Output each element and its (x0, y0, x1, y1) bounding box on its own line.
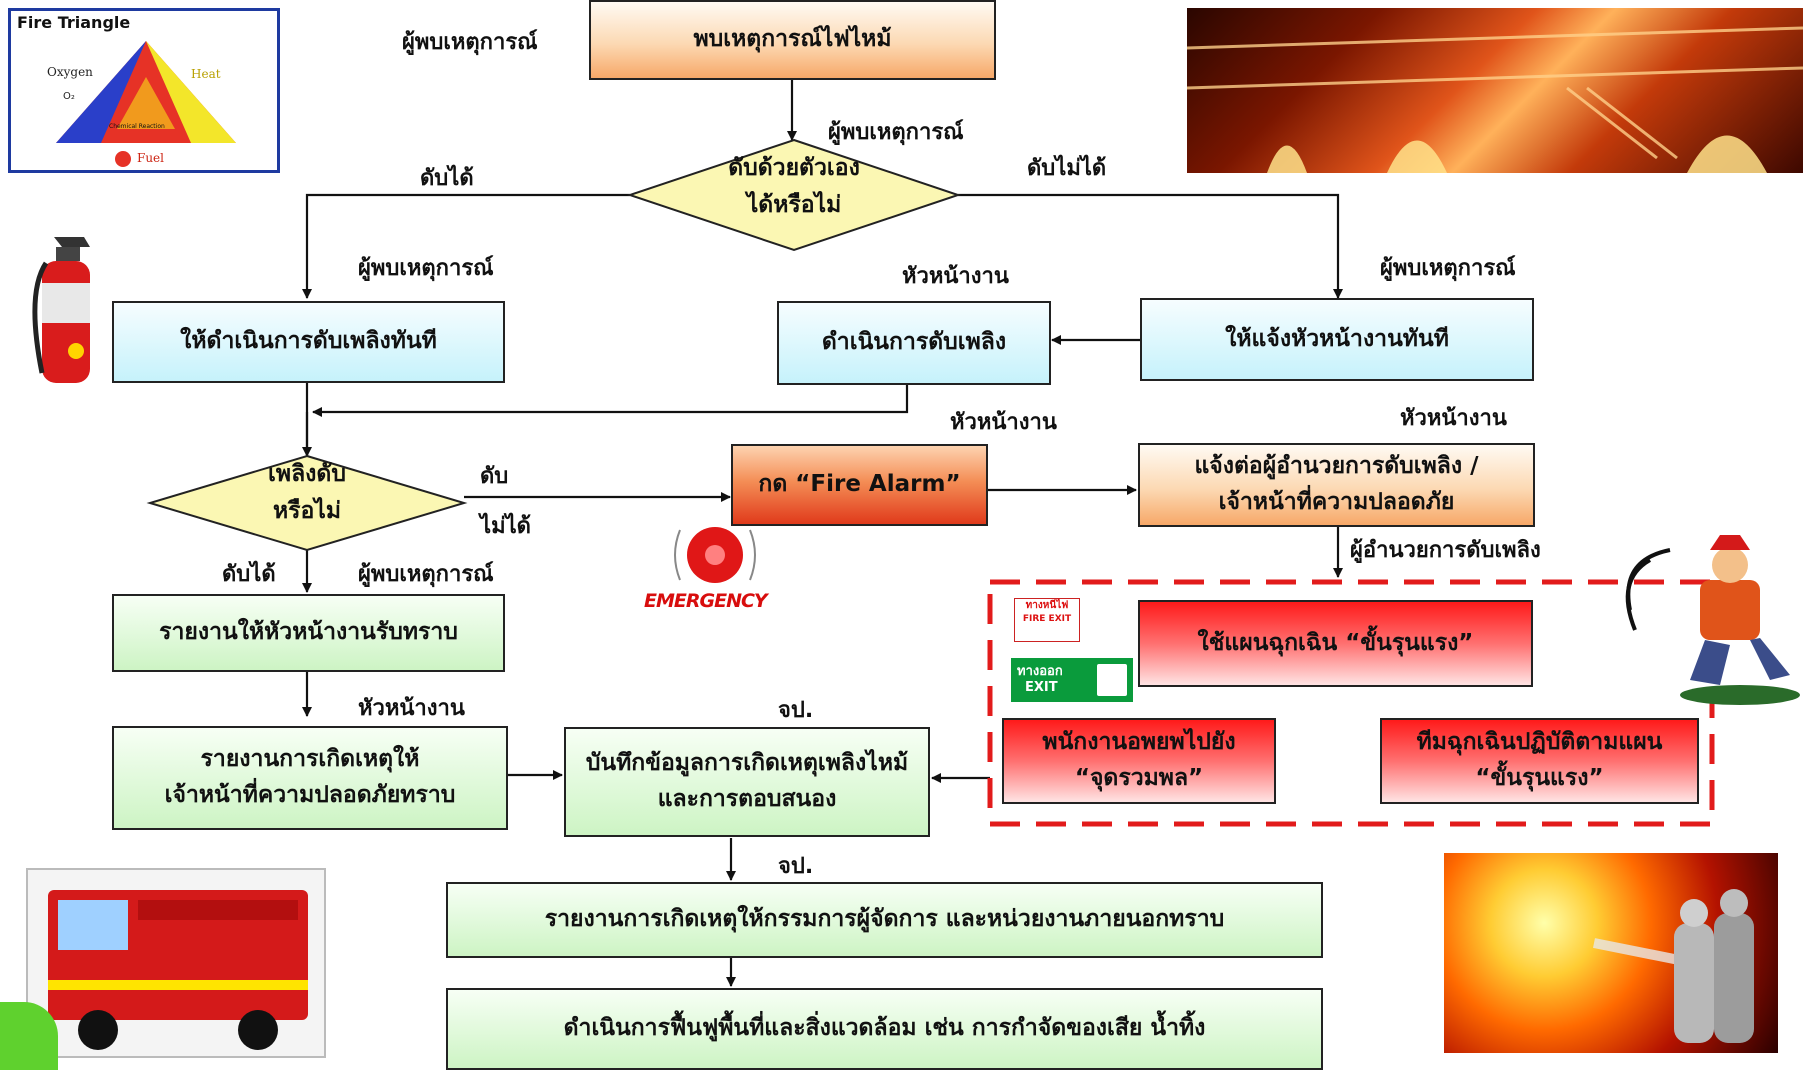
team-line2: “ขั้นรุนแรง” (1475, 765, 1604, 791)
decision-self-l2: ได้หรือไม่ (746, 191, 842, 218)
fire-extinguisher-image (32, 233, 98, 385)
label-supervisor-notify: หัวหน้างาน (1400, 406, 1507, 431)
label-supervisor-alarm: หัวหน้างาน (950, 410, 1057, 435)
exit-th: ทางออก (1017, 664, 1063, 679)
box-restore: ดำเนินการฟื้นฟูพื้นที่และสิ่งแวดล้อม เช่… (446, 988, 1323, 1070)
triangle-heat: Heat (191, 67, 221, 81)
decision-self-extinguish-text: ดับด้วยตัวเอง ได้หรือไม่ (664, 150, 924, 224)
box-emergency-team: ทีมฉุกเฉินปฏิบัติตามแผน “ขั้นรุนแรง” (1380, 718, 1699, 804)
decision-out-l1: เพลิงดับ (268, 461, 346, 487)
alarm-bell-icon (674, 527, 756, 583)
box-supervisor-extinguish: ดำเนินการดับเพลิง (777, 301, 1051, 385)
decision-self-l1: ดับด้วยตัวเอง (728, 155, 860, 181)
fire-exit-th: ทางหนีไฟ (1025, 600, 1069, 611)
triangle-o2: O₂ (63, 91, 75, 102)
label-finder-left: ผู้พบเหตุการณ์ (358, 256, 494, 281)
report-safety-line2: เจ้าหน้าที่ความปลอดภัยทราบ (164, 782, 456, 808)
box-notify-director: แจ้งต่อผู้อำนวยการดับเพลิง / เจ้าหน้าที่… (1138, 443, 1535, 527)
decision-out-l2: หรือไม่ (272, 497, 342, 524)
fire-truck-icon (48, 890, 308, 1050)
triangle-oxygen: Oxygen (47, 65, 93, 79)
box-notify-supervisor: ให้แจ้งหัวหน้างานทันที (1140, 298, 1534, 381)
label-finder-top: ผู้พบเหตุการณ์ (402, 30, 538, 55)
box-found-fire: พบเหตุการณ์ไฟไหม้ (589, 0, 996, 80)
fire-exit-sign: ทางหนีไฟ FIRE EXIT (1014, 598, 1080, 642)
label-jp1: จป. (778, 698, 814, 723)
box-report-md: รายงานการเกิดเหตุให้กรรมการผู้จัดการ และ… (446, 882, 1323, 958)
emergency-text: EMERGENCY (644, 590, 768, 612)
notify-director-line2: เจ้าหน้าที่ความปลอดภัย (1218, 489, 1455, 515)
emergency-bell-image: EMERGENCY (640, 520, 800, 615)
label-supervisor-mid: หัวหน้างาน (902, 264, 1009, 289)
label-supervisor-report2: หัวหน้างาน (358, 696, 465, 721)
box-fire-alarm: กด “Fire Alarm” (731, 444, 988, 526)
burning-building-illustration (1187, 26, 1803, 173)
label-finder-decision: ผู้พบเหตุการณ์ (828, 120, 964, 145)
fire-triangle-icon (56, 41, 236, 167)
label-can: ดับได้ (420, 166, 474, 191)
running-man-icon (1097, 664, 1127, 696)
label-out-not: ไม่ได้ (480, 514, 531, 539)
label-finder-report: ผู้พบเหตุการณ์ (358, 562, 494, 587)
fire-triangle-image: Fire Triangle Oxygen O₂ Heat Chemical Re… (8, 8, 280, 173)
label-director: ผู้อำนวยการดับเพลิง (1350, 538, 1541, 563)
corner-decoration (0, 1002, 58, 1070)
burning-building-photo (1187, 8, 1803, 173)
firefighters-hose-photo (1444, 853, 1778, 1053)
firefighters-illustration (1593, 889, 1754, 1043)
firefighter-icon (1625, 535, 1800, 705)
notify-director-line1: แจ้งต่อผู้อำนวยการดับเพลิง / (1194, 453, 1479, 480)
arrow-cannot-right (958, 193, 1343, 299)
label-out-dap: ดับ (480, 464, 509, 489)
evacuate-line1: พนักงานอพยพไปยัง (1042, 729, 1236, 756)
team-line1: ทีมฉุกเฉินปฏิบัติตามแผน (1416, 729, 1663, 756)
arrow-can-left (302, 193, 630, 299)
box-record: บันทึกข้อมูลการเกิดเหตุเพลิงไหม้ และการต… (564, 727, 930, 837)
fire-truck-image (26, 868, 326, 1058)
label-cannot: ดับไม่ได้ (1027, 156, 1107, 181)
box-emergency-plan: ใช้แผนฉุกเฉิน “ขั้นรุนแรง” (1138, 600, 1533, 687)
decision-self-extinguish (626, 138, 962, 252)
triangle-title: Fire Triangle (17, 13, 131, 32)
extinguisher-icon (32, 237, 90, 383)
label-jp2: จป. (778, 854, 814, 879)
decision-fire-out (146, 454, 468, 552)
firefighter-cartoon (1610, 520, 1808, 710)
fire-exit-en: FIRE EXIT (1022, 614, 1072, 624)
exit-sign: ทางออก EXIT (1011, 658, 1133, 702)
box-report-safety: รายงานการเกิดเหตุให้ เจ้าหน้าที่ความปลอด… (112, 726, 508, 830)
exit-en: EXIT (1025, 680, 1058, 695)
report-safety-line1: รายงานการเกิดเหตุให้ (200, 746, 420, 773)
box-report-supervisor: รายงานให้หัวหน้างานรับทราบ (112, 594, 505, 672)
box-evacuate: พนักงานอพยพไปยัง “จุดรวมพล” (1002, 718, 1276, 804)
triangle-chem: Chemical Reaction (109, 123, 165, 130)
decision-fire-out-text: เพลิงดับ หรือไม่ (207, 456, 407, 530)
evacuate-line2: “จุดรวมพล” (1074, 765, 1204, 791)
label-finder-right: ผู้พบเหตุการณ์ (1380, 256, 1516, 281)
record-line1: บันทึกข้อมูลการเกิดเหตุเพลิงไหม้ (585, 750, 909, 777)
box-extinguish-now: ให้ดำเนินการดับเพลิงทันที (112, 301, 505, 383)
label-out-can: ดับได้ (222, 562, 276, 587)
record-line2: และการตอบสนอง (657, 786, 837, 812)
triangle-fuel: Fuel (137, 151, 164, 165)
arrow-merge (312, 385, 909, 417)
